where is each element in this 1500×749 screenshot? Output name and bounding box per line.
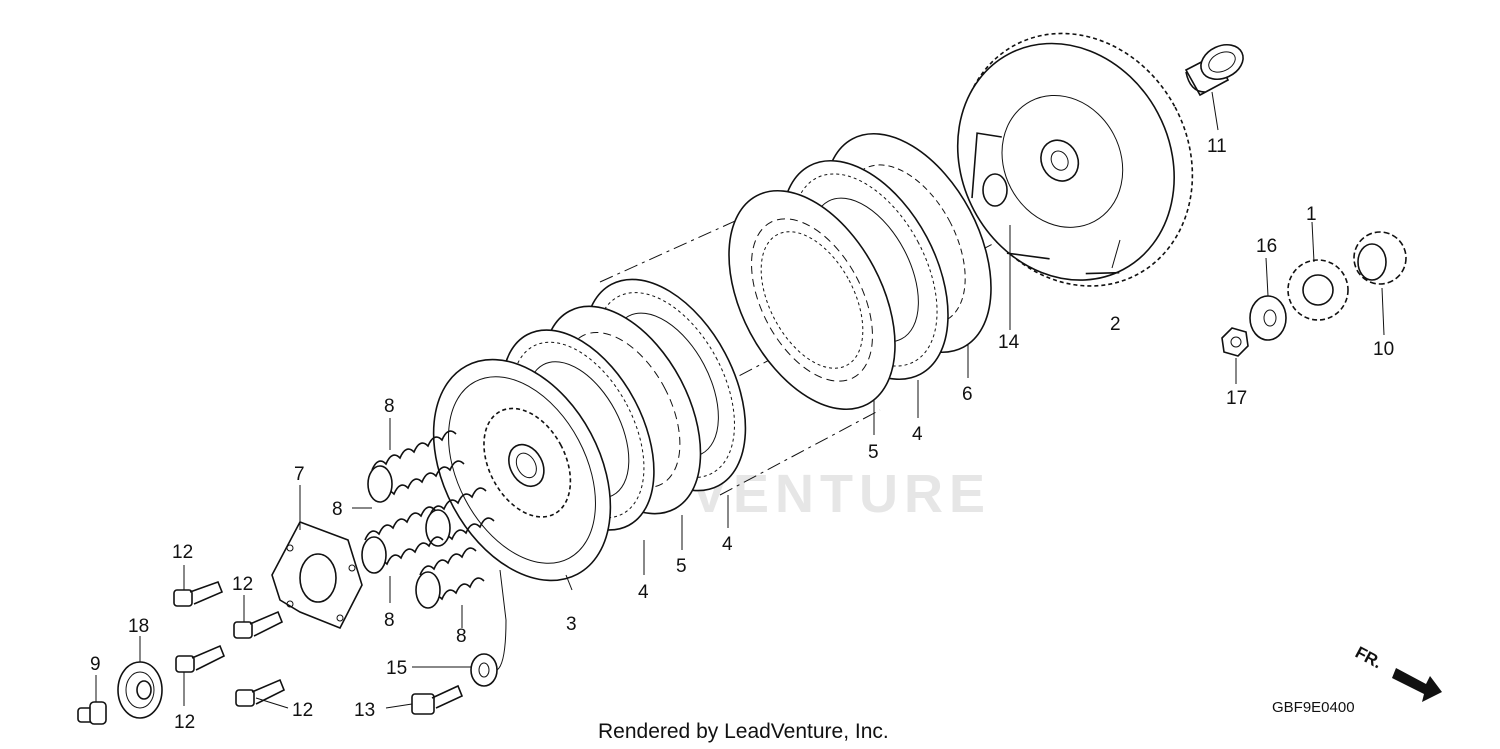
label-part-10: 10	[1373, 339, 1394, 360]
lifter-rod[interactable]	[77, 701, 107, 725]
label-part-12-top: 12	[172, 542, 193, 563]
label-part-8-left: 8	[332, 499, 343, 520]
footer-credit: Rendered by LeadVenture, Inc.	[598, 720, 889, 743]
housing-hole	[982, 173, 1008, 207]
label-part-4-front: 4	[638, 582, 649, 603]
label-part-8-lower: 8	[384, 610, 395, 631]
label-part-13: 13	[354, 700, 375, 721]
primary-drive-gear[interactable]	[1287, 259, 1349, 321]
front-label: FR.	[1352, 643, 1385, 673]
label-part-5-front: 5	[676, 556, 687, 577]
label-part-7: 7	[294, 464, 305, 485]
collar-part[interactable]	[1184, 38, 1249, 97]
label-part-1: 1	[1306, 204, 1317, 225]
label-part-15: 15	[386, 658, 407, 679]
diagram-code: GBF9E0400	[1272, 699, 1355, 716]
label-part-17: 17	[1226, 388, 1247, 409]
special-bolt[interactable]	[411, 684, 464, 715]
clutch-outer-housing[interactable]	[914, 0, 1236, 328]
bolt-top[interactable]	[173, 580, 224, 607]
label-part-16: 16	[1256, 236, 1277, 257]
label-part-6: 6	[962, 384, 973, 405]
label-part-18: 18	[128, 616, 149, 637]
clutch-plate-rear[interactable]	[695, 163, 929, 437]
label-part-4-rear: 4	[912, 424, 923, 445]
clutch-spring-left[interactable]	[361, 506, 444, 574]
label-part-9: 9	[90, 654, 101, 675]
clutch-spring-bottom[interactable]	[415, 547, 485, 609]
label-part-4-mid: 4	[722, 534, 733, 555]
label-part-3: 3	[566, 614, 577, 635]
label-part-2: 2	[1110, 314, 1121, 335]
clutch-spring-top[interactable]	[367, 430, 465, 503]
bolt-bottom[interactable]	[235, 678, 286, 707]
label-part-12-lower: 12	[174, 712, 195, 733]
drive-nut[interactable]	[1221, 327, 1249, 357]
label-part-12-mid: 12	[232, 574, 253, 595]
label-part-5-rear: 5	[868, 442, 879, 463]
clutch-lifter-plate[interactable]	[271, 521, 363, 630]
label-part-11: 11	[1207, 136, 1227, 157]
label-part-14: 14	[998, 332, 1020, 353]
label-part-8-bottom: 8	[456, 626, 467, 647]
leader-lines	[95, 91, 1385, 709]
front-direction-indicator: FR.	[1352, 643, 1442, 702]
label-part-8-top: 8	[384, 396, 395, 417]
bolt-mid[interactable]	[233, 610, 284, 639]
lifter-bearing[interactable]	[117, 661, 163, 719]
primary-drive-pinion[interactable]	[1353, 231, 1407, 285]
front-arrow-icon	[1392, 668, 1442, 702]
drive-washer[interactable]	[1249, 295, 1287, 341]
label-part-12-bottom: 12	[292, 700, 313, 721]
lock-washer[interactable]	[470, 569, 507, 687]
clutch-spring-upper[interactable]	[425, 487, 495, 547]
bolt-lower[interactable]	[175, 644, 226, 673]
